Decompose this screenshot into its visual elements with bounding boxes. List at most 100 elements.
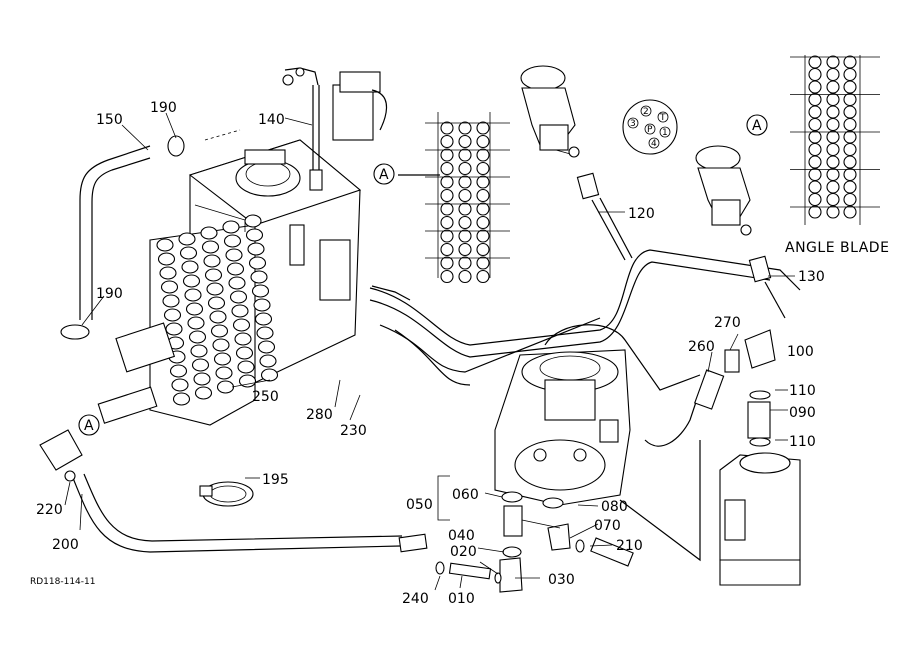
hose-200 xyxy=(39,429,428,553)
label-190-bottom: 190 xyxy=(96,286,123,302)
angle-blade-caption: ANGLE BLADE xyxy=(785,240,889,256)
label-230: 230 xyxy=(340,423,367,439)
label-220: 220 xyxy=(36,502,63,518)
pattern-port xyxy=(808,92,822,107)
pattern-port xyxy=(843,55,857,69)
fitting-group-050 xyxy=(435,475,634,593)
label-020: 020 xyxy=(450,544,477,560)
pattern-port xyxy=(476,269,490,284)
pattern-port xyxy=(440,188,454,203)
left-fittings xyxy=(97,322,176,424)
pin-4-label: 4 xyxy=(651,139,657,149)
valve-spool xyxy=(206,282,224,296)
valve-spool xyxy=(254,312,273,326)
valve-spool xyxy=(229,290,248,304)
pattern-port xyxy=(476,175,490,189)
valve-spool xyxy=(260,368,279,382)
pattern-port xyxy=(476,202,490,216)
pattern-port xyxy=(476,215,490,230)
pattern-port xyxy=(476,121,490,135)
pattern-port xyxy=(458,148,472,162)
pattern-port xyxy=(440,202,454,216)
callout-a-marks: A A A xyxy=(78,114,768,436)
pattern-port xyxy=(808,80,822,94)
label-100: 100 xyxy=(787,344,814,360)
pattern-port xyxy=(826,55,840,69)
label-190-top: 190 xyxy=(150,100,177,116)
pattern-port xyxy=(440,161,454,176)
valve-spool xyxy=(181,260,199,274)
label-060: 060 xyxy=(452,487,479,503)
pattern-port xyxy=(476,161,490,176)
pin-t-label: T xyxy=(659,113,666,123)
label-120: 120 xyxy=(628,206,655,222)
valve-spool xyxy=(184,288,202,302)
pilot-hoses xyxy=(369,249,801,386)
valve-spool xyxy=(248,256,267,270)
label-270: 270 xyxy=(714,315,741,331)
pattern-port xyxy=(440,256,454,270)
pattern-port xyxy=(826,192,840,207)
valve-spool xyxy=(231,304,249,318)
valve-spool xyxy=(179,246,198,260)
valve-spool xyxy=(210,324,229,338)
valve-spool xyxy=(212,338,230,352)
valve-spool xyxy=(226,262,245,276)
valve-spool xyxy=(216,380,235,394)
valve-spool xyxy=(232,318,251,332)
valve-spool xyxy=(250,270,268,284)
valve-spool xyxy=(182,274,201,288)
pattern-port xyxy=(808,117,822,132)
pattern-port xyxy=(476,148,490,162)
valve-spool xyxy=(172,392,191,406)
valve-spool xyxy=(162,294,180,308)
pattern-port xyxy=(440,229,454,243)
pattern-port xyxy=(826,180,840,194)
label-280: 280 xyxy=(306,407,333,423)
valve-spool xyxy=(223,234,242,248)
label-250: 250 xyxy=(252,389,279,405)
pattern-port xyxy=(458,256,472,270)
pattern-port xyxy=(843,117,857,132)
label-070: 070 xyxy=(594,518,621,534)
valve-spool xyxy=(222,220,240,234)
pattern-grid-standard xyxy=(425,112,510,284)
label-030: 030 xyxy=(548,572,575,588)
label-200: 200 xyxy=(52,537,79,553)
pattern-port xyxy=(808,105,822,119)
valve-spool xyxy=(159,266,177,280)
valve-spool xyxy=(251,284,270,298)
pattern-port xyxy=(808,130,822,144)
valve-spool xyxy=(201,240,220,254)
valve-spool xyxy=(194,386,213,400)
valve-spool xyxy=(188,330,207,344)
solenoid-valve-140 xyxy=(282,67,388,191)
pattern-port xyxy=(476,188,490,203)
pattern-port xyxy=(826,92,840,107)
label-010: 010 xyxy=(448,591,475,607)
valve-spool xyxy=(225,248,243,262)
pattern-port xyxy=(458,121,472,135)
valve-spool xyxy=(169,364,188,378)
pattern-port xyxy=(826,155,840,169)
pattern-port xyxy=(440,148,454,162)
callout-a-valve: A xyxy=(84,418,94,434)
pattern-port xyxy=(808,192,822,207)
valve-spool xyxy=(207,296,226,310)
pattern-port xyxy=(808,155,822,169)
pattern-port xyxy=(458,269,472,284)
label-195: 195 xyxy=(262,472,289,488)
valve-spool xyxy=(165,322,183,336)
valve-spool xyxy=(185,302,204,316)
valve-spool xyxy=(215,366,233,380)
valve-spool xyxy=(190,344,208,358)
pattern-port xyxy=(826,67,840,82)
pattern-port xyxy=(458,175,472,189)
valve-spool xyxy=(204,268,223,282)
pattern-port xyxy=(843,105,857,119)
valve-spool xyxy=(238,374,257,388)
valve-spool xyxy=(200,226,218,240)
pivot-body xyxy=(719,390,801,586)
